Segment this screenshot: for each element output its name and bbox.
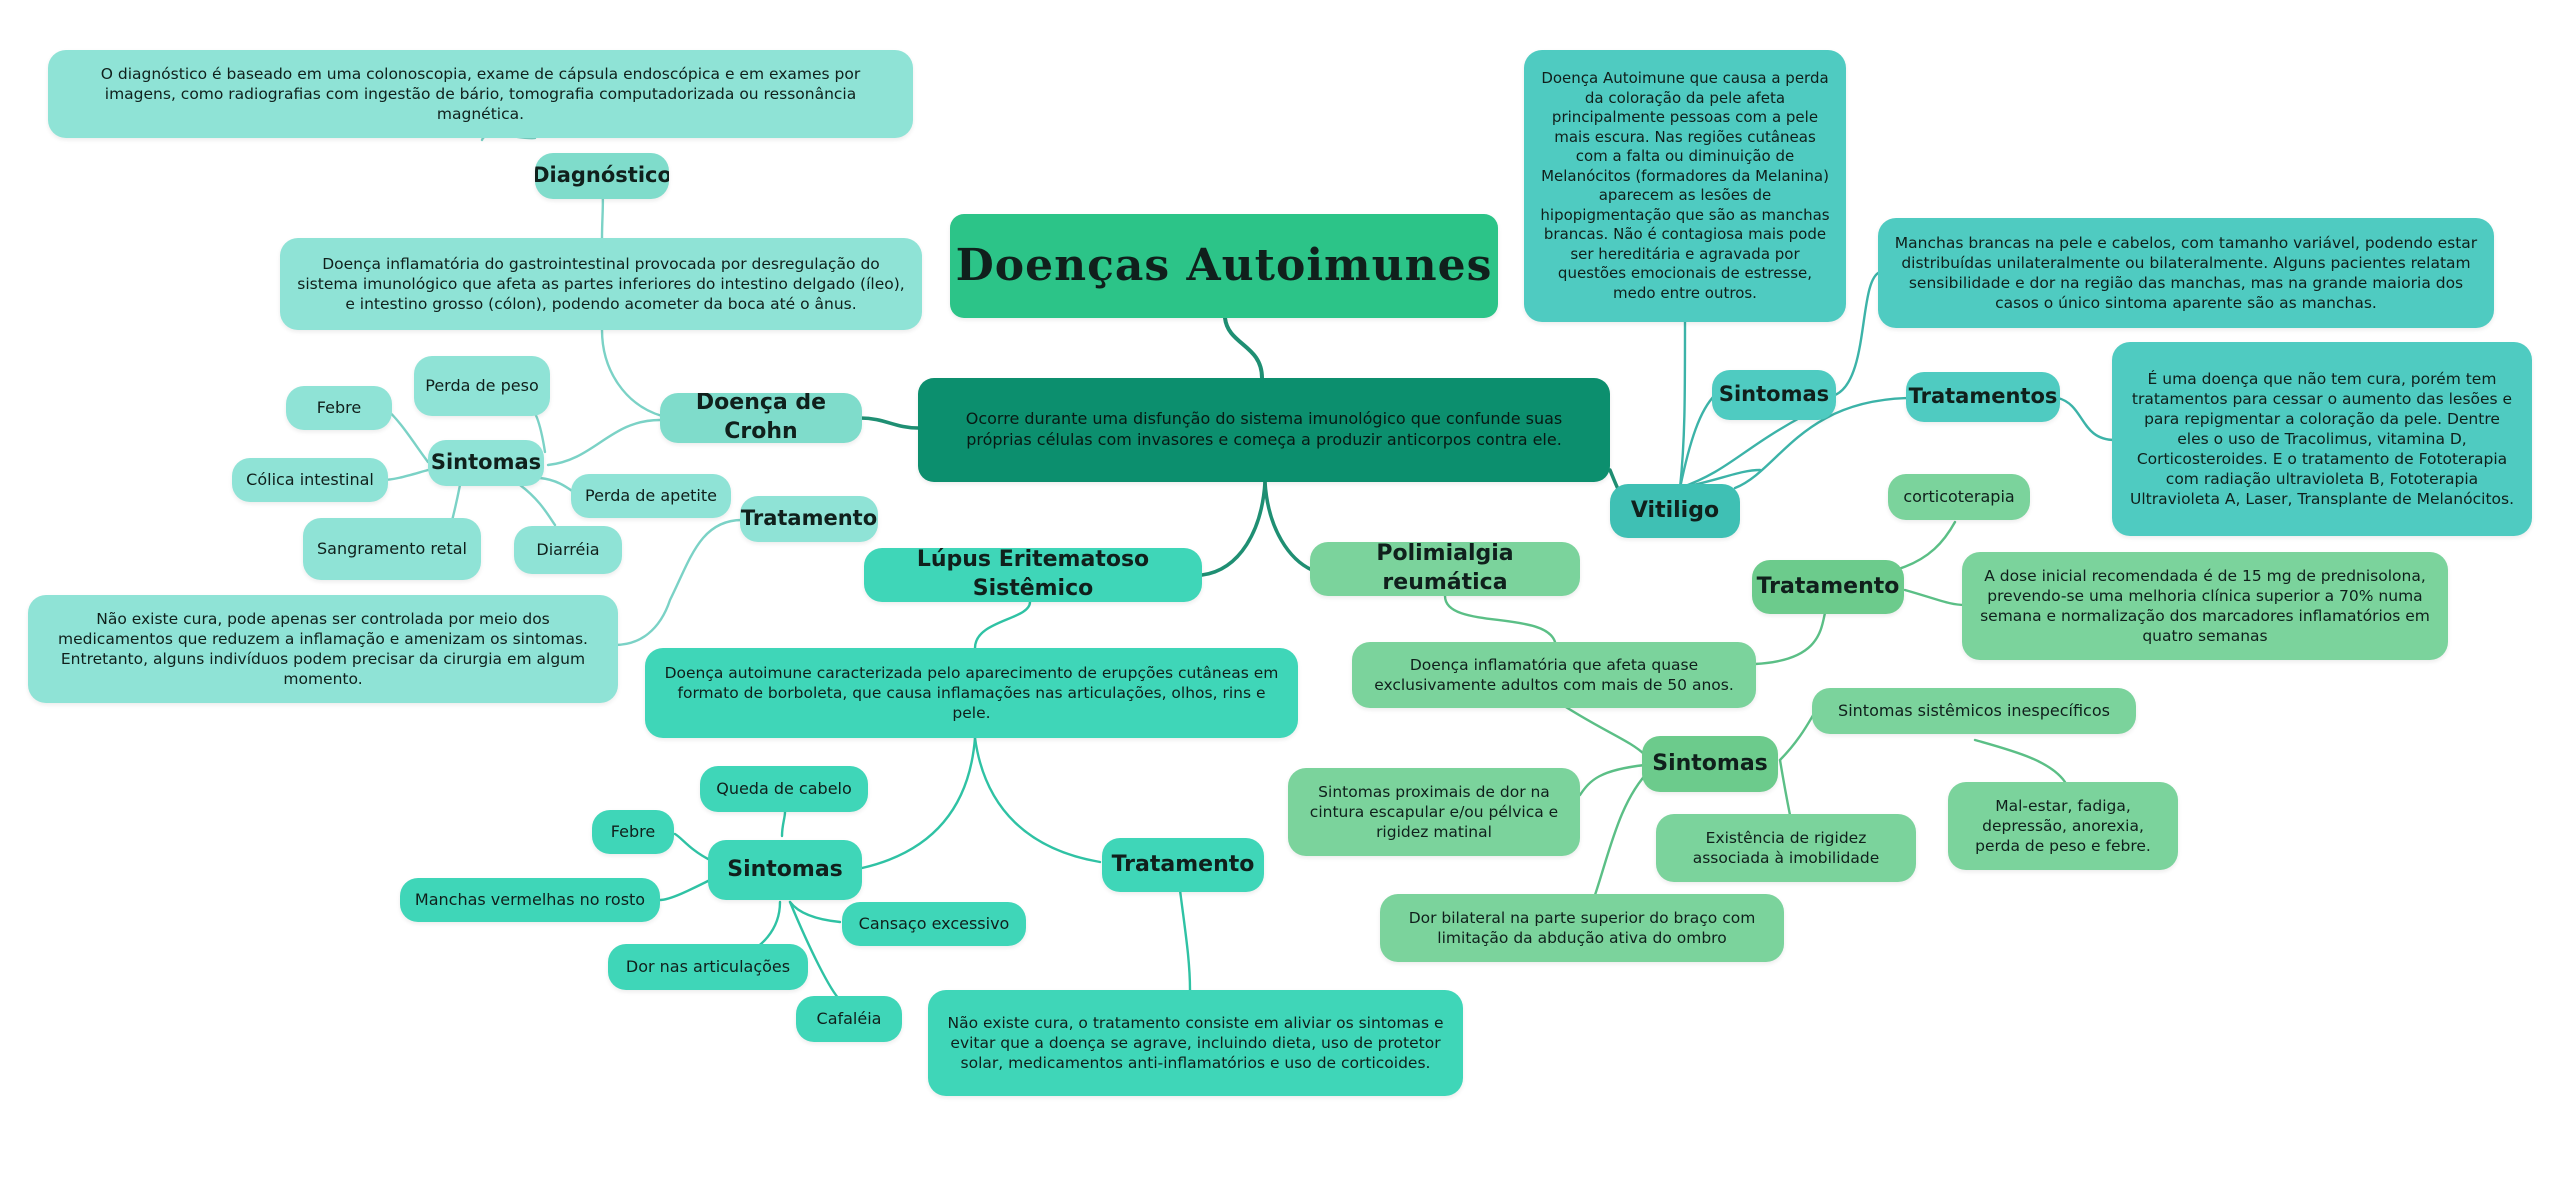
poly-treatment-label: Tratamento [1752, 560, 1904, 614]
vitiligo-treatments-text: É uma doença que não tem cura, porém tem… [2112, 342, 2532, 536]
poly-description: Doença inflamatória que afeta quase excl… [1352, 642, 1756, 708]
lupus-treatment-label: Tratamento [1102, 838, 1264, 892]
poly-branch: Polimialgia reumática [1310, 542, 1580, 596]
lupus-symptom: Manchas vermelhas no rosto [400, 878, 660, 922]
lupus-symptom: Cafaléia [796, 996, 902, 1042]
vitiligo-branch: Vitiligo [1610, 484, 1740, 538]
vitiligo-treatments-label: Tratamentos [1906, 372, 2060, 422]
crohn-diagnosis-text: O diagnóstico é baseado em uma colonosco… [48, 50, 913, 138]
poly-treatment-text: A dose inicial recomendada é de 15 mg de… [1962, 552, 2448, 660]
vitiligo-description: Doença Autoimune que causa a perda da co… [1524, 50, 1846, 322]
crohn-symptom: Sangramento retal [303, 518, 481, 580]
crohn-symptom: Cólica intestinal [232, 458, 388, 502]
crohn-treatment-text: Não existe cura, pode apenas ser control… [28, 595, 618, 703]
poly-symptom-proximal: Sintomas proximais de dor na cintura esc… [1288, 768, 1580, 856]
crohn-branch: Doença de Crohn [660, 393, 862, 443]
crohn-treatment-label: Tratamento [740, 496, 878, 542]
lupus-symptom: Queda de cabelo [700, 766, 868, 812]
lupus-description: Doença autoimune caracterizada pelo apar… [645, 648, 1298, 738]
crohn-symptoms-label: Sintomas [428, 440, 544, 486]
crohn-symptom: Perda de apetite [571, 474, 731, 518]
definition-node: Ocorre durante uma disfunção do sistema … [918, 378, 1610, 482]
poly-symptom-arm: Dor bilateral na parte superior do braço… [1380, 894, 1784, 962]
vitiligo-symptoms-label: Sintomas [1712, 370, 1836, 420]
poly-symptom-systemic-detail: Mal-estar, fadiga, depressão, anorexia, … [1948, 782, 2178, 870]
vitiligo-symptoms-text: Manchas brancas na pele e cabelos, com t… [1878, 218, 2494, 328]
lupus-branch: Lúpus Eritematoso Sistêmico [864, 548, 1202, 602]
map-title: Doenças Autoimunes [950, 214, 1498, 318]
poly-symptom-systemic: Sintomas sistêmicos inespecíficos [1812, 688, 2136, 734]
lupus-symptom: Dor nas articulações [608, 944, 808, 990]
lupus-symptom: Cansaço excessivo [842, 902, 1026, 946]
lupus-symptom: Febre [592, 810, 674, 854]
crohn-diagnosis-label: Diagnóstico [535, 153, 669, 199]
lupus-treatment-text: Não existe cura, o tratamento consiste e… [928, 990, 1463, 1096]
crohn-symptom: Diarréia [514, 526, 622, 574]
poly-symptoms-label: Sintomas [1642, 736, 1778, 792]
lupus-symptoms-label: Sintomas [708, 840, 862, 900]
crohn-symptom: Febre [286, 386, 392, 430]
poly-treatment-tag: corticoterapia [1888, 474, 2030, 520]
crohn-description: Doença inflamatória do gastrointestinal … [280, 238, 922, 330]
crohn-symptom: Perda de peso [414, 356, 550, 416]
poly-symptom-rigidity: Existência de rigidez associada à imobil… [1656, 814, 1916, 882]
